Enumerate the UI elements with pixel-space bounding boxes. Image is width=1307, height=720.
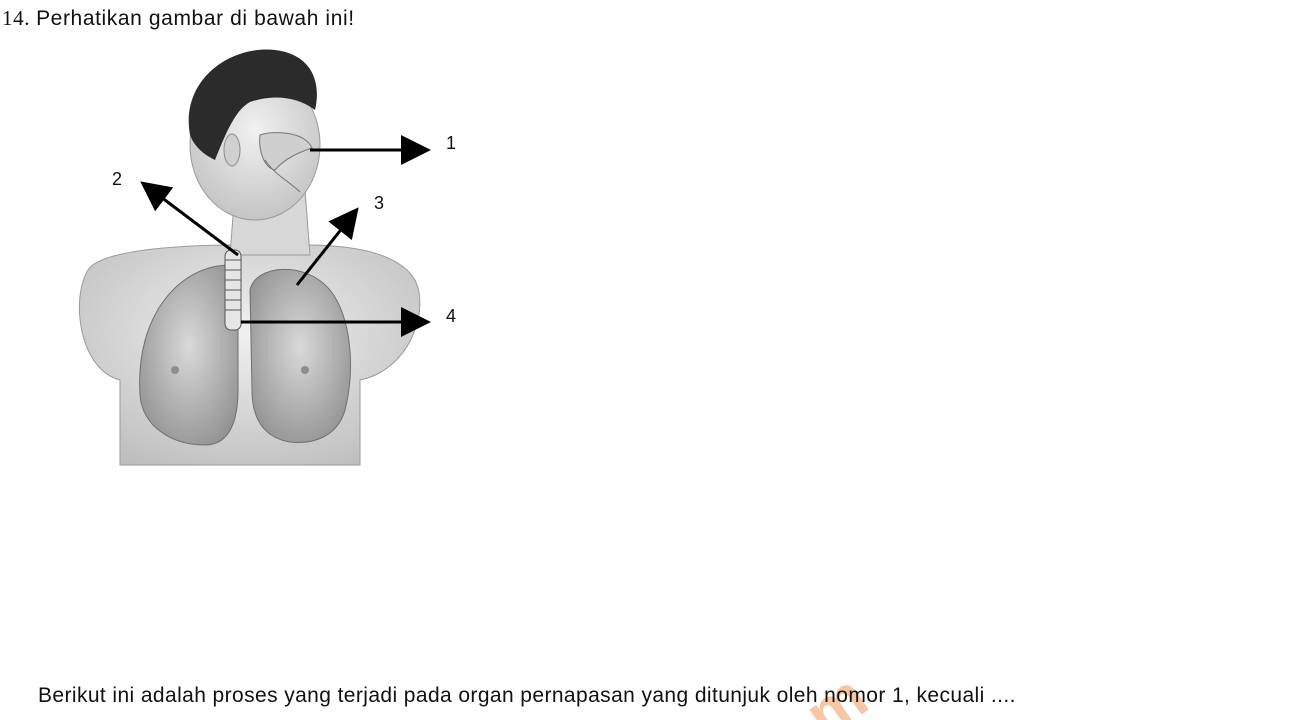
respiratory-illustration [78,49,431,466]
hair [188,49,317,160]
question-number: 14. [2,6,31,30]
ear [223,133,241,167]
respiratory-system-figure: 1 2 3 4 [60,40,500,470]
question-prompt: Perhatikan gambar di bawah ini! [36,7,355,30]
callout-label-4: 4 [446,306,457,326]
torso [78,244,421,466]
question-heading: 14.Perhatikan gambar di bawah ini! [2,6,355,31]
nasal-cavity [259,132,313,171]
callout-label-2: 2 [112,169,123,189]
left-lung [139,264,239,446]
callout-arrow-3 [295,207,359,286]
callout-label-3: 3 [374,193,385,213]
right-lung [249,268,351,444]
watermark: m [792,660,880,720]
question-statement: Berikut ini adalah proses yang terjadi p… [38,684,1016,707]
callout-label-1: 1 [446,133,457,153]
callout-arrow-2 [140,181,239,257]
